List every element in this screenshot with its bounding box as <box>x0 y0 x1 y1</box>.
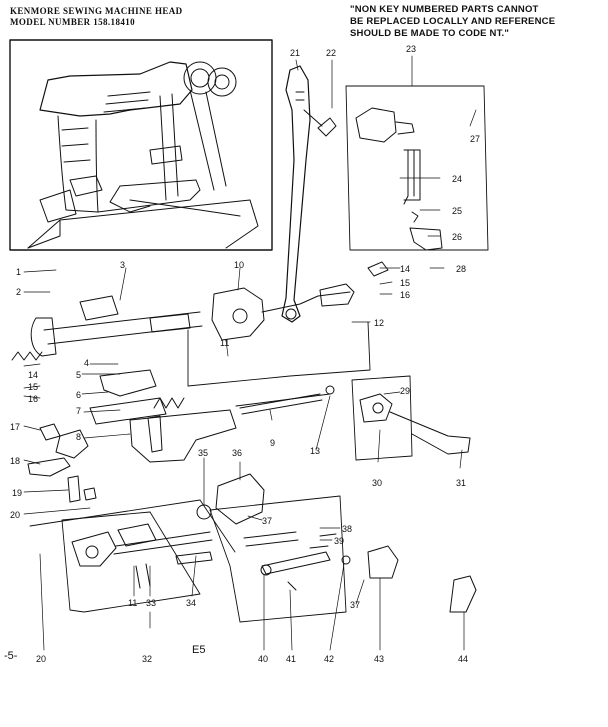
callout-28: 28 <box>456 264 466 274</box>
callout-17: 17 <box>10 422 20 432</box>
note-line-2: BE REPLACED LOCALLY AND REFERENCE <box>350 16 556 27</box>
callout-11-lower: 11 <box>128 598 137 608</box>
callout-41: 41 <box>286 654 296 664</box>
callout-15-left: 15 <box>28 382 38 392</box>
callout-15-right: 15 <box>400 278 410 288</box>
callout-8: 8 <box>76 432 81 442</box>
machine-inset <box>9 39 273 251</box>
callout-44: 44 <box>458 654 468 664</box>
callout-20-upper: 20 <box>10 510 20 520</box>
parts-9-13 <box>239 385 335 415</box>
callout-1: 1 <box>16 267 21 277</box>
part-3-shaft <box>11 295 203 361</box>
callout-38: 38 <box>342 524 352 534</box>
callout-34: 34 <box>186 598 196 608</box>
leader-lines <box>23 55 477 651</box>
parts-32-to-34 <box>71 523 213 589</box>
callout-26: 26 <box>452 232 462 242</box>
replacement-note: "NON KEY NUMBERED PARTS CANNOT BE REPLAC… <box>350 4 600 40</box>
note-line-3: SHOULD BE MADE TO CODE NT." <box>350 28 510 39</box>
callout-4: 4 <box>84 358 89 368</box>
callout-31: 31 <box>456 478 466 488</box>
callout-11-upper: 11 <box>220 338 229 348</box>
callout-25: 25 <box>452 206 462 216</box>
callout-30: 30 <box>372 478 382 488</box>
callout-14-right: 14 <box>400 264 410 274</box>
model-number: MODEL NUMBER 158.18410 <box>10 17 136 27</box>
part-23-bracket <box>355 107 443 251</box>
callout-35: 35 <box>198 448 208 458</box>
callout-9: 9 <box>270 438 275 448</box>
callout-43: 43 <box>374 654 384 664</box>
page-code: E5 <box>192 644 206 656</box>
callout-23: 23 <box>406 44 416 54</box>
callout-16-right: 16 <box>400 290 410 300</box>
callout-40: 40 <box>258 654 268 664</box>
callout-2: 2 <box>16 287 21 297</box>
callout-7: 7 <box>76 406 81 416</box>
callout-37-lower: 37 <box>350 600 360 610</box>
callout-14-left: 14 <box>28 370 38 380</box>
callout-32: 32 <box>142 654 152 664</box>
group-boxes <box>29 85 489 623</box>
note-line-1: "NON KEY NUMBERED PARTS CANNOT <box>350 4 539 15</box>
callout-12: 12 <box>374 318 384 328</box>
parts-29-to-31 <box>359 393 471 455</box>
callout-33: 33 <box>146 598 156 608</box>
callout-13: 13 <box>310 446 320 456</box>
callout-29: 29 <box>400 386 410 396</box>
callout-39: 39 <box>334 536 344 546</box>
callout-labels: 1 2 3 4 5 6 7 8 9 10 11 11 12 13 14 14 1… <box>10 44 480 664</box>
callout-36: 36 <box>232 448 242 458</box>
callout-16-left: 16 <box>28 394 38 404</box>
callout-3: 3 <box>120 260 125 270</box>
page-number: -5- <box>4 650 18 662</box>
parts-17-to-20 <box>27 423 97 503</box>
callout-18: 18 <box>10 456 20 466</box>
callout-20-lower: 20 <box>36 654 46 664</box>
callout-5: 5 <box>76 370 81 380</box>
callout-42: 42 <box>324 654 334 664</box>
callout-22: 22 <box>326 48 336 58</box>
callout-6: 6 <box>76 390 81 400</box>
callout-19: 19 <box>12 488 22 498</box>
callout-27: 27 <box>470 134 480 144</box>
part-10-crank <box>211 261 389 341</box>
catalog-title: KENMORE SEWING MACHINE HEAD <box>10 6 183 16</box>
callout-24: 24 <box>452 174 462 184</box>
callout-10: 10 <box>234 260 244 270</box>
part-21-lever <box>281 65 337 323</box>
callout-37-upper: 37 <box>262 516 272 526</box>
callout-21: 21 <box>290 48 300 58</box>
